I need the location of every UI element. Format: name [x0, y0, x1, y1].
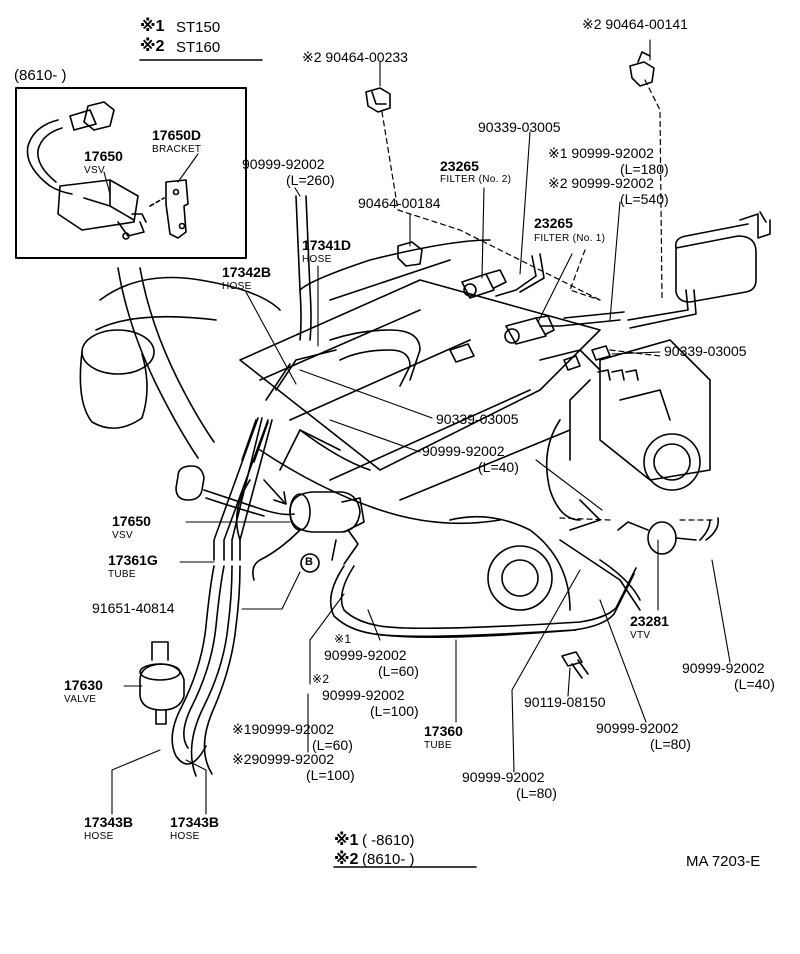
label-17650D-sub: BRACKET [152, 144, 202, 155]
legend-m1-mark: ※1 [140, 18, 165, 35]
label-17343B-right: 17343B [170, 814, 220, 830]
legend-m2-model: ST160 [176, 39, 221, 56]
label-17650-main: 17650 [112, 513, 151, 529]
label-17343B-left-sub: HOSE [84, 831, 114, 842]
label-17650D: 17650D [152, 127, 202, 143]
label-90999-m1-l60a-len: (L=60) [378, 663, 419, 679]
label-17650-main-sub: VSV [112, 530, 133, 541]
label-90999-l260-len: (L=260) [286, 172, 335, 188]
bottom-legend-m1-range: ( -8610) [362, 832, 415, 849]
label-17650-inset-sub: VSV [84, 165, 105, 176]
bottom-legend-m2-mark: ※2 [334, 851, 359, 868]
left-tubes [171, 417, 273, 777]
label-23281-sub: VTV [630, 630, 651, 641]
label-17361G-sub: TUBE [108, 569, 136, 580]
vsv-17650-main [175, 465, 365, 581]
vtv-23281 [617, 517, 720, 555]
guide-lines [381, 79, 713, 521]
label-90464-00141: ※2 90464-00141 [582, 16, 688, 32]
label-90999-l80-b: 90999-92002 [462, 769, 545, 785]
label-17650-inset: 17650 [84, 148, 123, 164]
label-23265-f1-sub: FILTER (No. 1) [534, 233, 606, 244]
label-17361G: 17361G [108, 552, 158, 568]
label-90999-m1-l60a: 90999-92002 [324, 647, 407, 663]
label-90999-l40-right-len: (L=40) [734, 676, 775, 692]
label-17341D: 17341D [302, 237, 352, 253]
label-90999-m2-l100b-len: (L=100) [306, 767, 355, 783]
tube-17360 [329, 565, 637, 638]
label-90339-03005-top: 90339-03005 [478, 119, 561, 135]
label-17360: 17360 [424, 723, 463, 739]
label-90999-m1-l60b: ※190999-92002 [232, 721, 335, 737]
label-90999-l260: 90999-92002 [242, 156, 325, 172]
marker-b-circle [300, 553, 320, 573]
label-90339-03005-mid: 90339-03005 [436, 411, 519, 427]
label-90999-m2-l100a: 90999-92002 [322, 687, 405, 703]
legend-m1-model: ST150 [176, 19, 221, 36]
label-91651-40814: 91651-40814 [92, 600, 175, 616]
label-90999-l80-a-len: (L=80) [650, 736, 691, 752]
label-90464-00184: 90464-00184 [358, 195, 441, 211]
label-17341D-sub: HOSE [302, 254, 332, 265]
label-90999-l40-right: 90999-92002 [682, 660, 765, 676]
clip-90464-00184 [397, 241, 423, 267]
label-17343B-right-sub: HOSE [170, 831, 200, 842]
upper-hoses [241, 195, 697, 463]
clip-90464-00233 [365, 87, 391, 113]
label-90999-m2-l540-len: (L=540) [620, 191, 669, 207]
label-90999-m1-l60b-len: (L=60) [312, 737, 353, 753]
label-90999-m1-l180: ※1 90999-92002 [548, 145, 654, 161]
legend-m2-mark: ※2 [140, 38, 165, 55]
label-17630-sub: VALVE [64, 694, 97, 705]
inset-frame [15, 87, 247, 259]
leader-lines [103, 39, 731, 815]
label-90999-m2-l100b: ※290999-92002 [232, 751, 335, 767]
label-23265-f2-sub: FILTER (No. 2) [440, 174, 512, 185]
inset-code: (8610- ) [14, 67, 67, 84]
label-90999-m2-l540: ※2 90999-92002 [548, 175, 654, 191]
label-90119-08150: 90119-08150 [524, 694, 606, 710]
label-23281: 23281 [630, 613, 669, 629]
engine-outline [79, 211, 771, 611]
bottom-legend-m1-mark: ※1 [334, 832, 359, 849]
label-90999-l40-mid: 90999-92002 [422, 443, 505, 459]
bolt-90119-08150 [561, 651, 589, 679]
label-23265-f1: 23265 [534, 215, 573, 231]
inset-vsv-drawing [26, 101, 189, 240]
label-90464-00233: ※2 90464-00233 [302, 49, 408, 65]
label-90999-m1-l60a-mark: ※1 [334, 632, 352, 646]
label-90999-l80-b-len: (L=80) [516, 785, 557, 801]
label-17360-sub: TUBE [424, 740, 452, 751]
valve-17630 [139, 641, 185, 725]
filter-no2 [461, 269, 507, 299]
drawing-reference: MA 7203-E [686, 853, 761, 870]
label-90999-m2-l100a-mark: ※2 [312, 672, 330, 686]
label-23265-f2: 23265 [440, 158, 479, 174]
marker-b-label: B [305, 556, 313, 568]
label-17342B-sub: HOSE [222, 281, 252, 292]
label-17343B-left: 17343B [84, 814, 134, 830]
label-90999-m2-l100a-len: (L=100) [370, 703, 419, 719]
label-90999-m1-l180-len: (L=180) [620, 161, 669, 177]
clip-90464-00141 [629, 51, 655, 87]
connectors-90339 [449, 343, 639, 381]
label-17342B: 17342B [222, 264, 272, 280]
bottom-legend-m2-range: (8610- ) [362, 851, 415, 868]
label-90999-l80-a: 90999-92002 [596, 720, 679, 736]
label-90339-03005-right: 90339-03005 [664, 343, 747, 359]
label-90999-l40-mid-len: (L=40) [478, 459, 519, 475]
label-17630: 17630 [64, 677, 103, 693]
filter-no1 [504, 315, 555, 345]
